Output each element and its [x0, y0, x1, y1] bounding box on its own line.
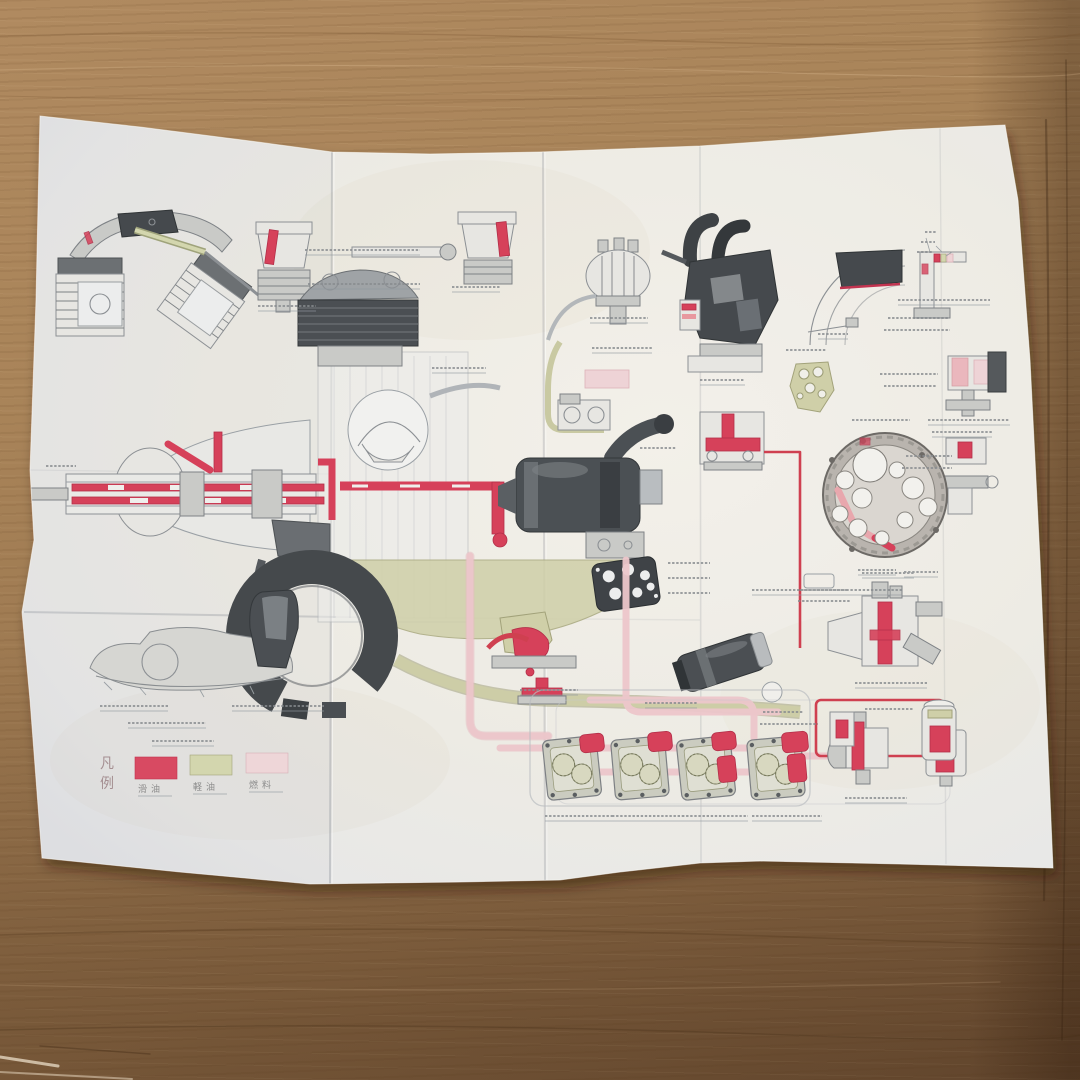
- legend-label-oil: 滑油: [138, 783, 164, 795]
- gear-pump-1: [542, 735, 602, 801]
- micro-label-underlines: [100, 254, 1010, 822]
- micro-labels: [46, 230, 1010, 818]
- legend: 凡 例 滑油 軽油 燃料: [100, 752, 289, 797]
- legend-swatch-oil: [134, 756, 178, 780]
- engine-longitudinal-section: [22, 269, 801, 722]
- paper-edge-highlight: [21, 115, 1054, 885]
- magneto-unit: [671, 631, 773, 692]
- wood-scratch: [0, 1071, 133, 1080]
- oil-cooler-pump-section: [803, 573, 943, 667]
- rear-case-circular-view: [822, 432, 948, 558]
- legend-swatch-lightoil: [189, 754, 233, 776]
- legend-swatch-fuel: [245, 752, 289, 774]
- wood-scratch: [0, 1055, 60, 1068]
- cylinder-head-section-a: [255, 221, 313, 313]
- gear-pump-row: [542, 730, 809, 801]
- distributor-unit-drawing: [585, 237, 651, 325]
- oil-cooler-circuit: [829, 699, 957, 761]
- pink-valve-fitting-upper: [945, 351, 1007, 417]
- supercharger-unit: [498, 414, 674, 559]
- oil-pressure-valve-unit: [699, 411, 765, 471]
- legend-label-lightoil: 軽油: [193, 781, 219, 793]
- pipe-flange-circle: [761, 681, 783, 703]
- legend-title-char-2: 例: [100, 776, 114, 792]
- red-drain-valve-assembly: [486, 611, 577, 705]
- gear-pump-2: [610, 735, 670, 801]
- cylinder-head-section-b: [351, 211, 517, 285]
- exhaust-collector-ring: [226, 550, 398, 722]
- auxiliary-pump-small: [557, 393, 611, 431]
- intake-manifold-cluster: [661, 213, 779, 373]
- v-twin-cylinder-section-drawing: [55, 209, 263, 350]
- mount-bracket-detail: [913, 237, 967, 319]
- crankcase-casting-detail: [89, 589, 299, 698]
- carburetor-unit: [827, 711, 889, 785]
- legend-label-fuel: 燃料: [249, 779, 275, 791]
- legend-title-char-1: 凡: [100, 756, 114, 772]
- fuel-chamber-pink: [584, 369, 630, 389]
- cowl-ring-arc-section: [807, 249, 906, 346]
- gasket-plate-olive: [789, 361, 835, 413]
